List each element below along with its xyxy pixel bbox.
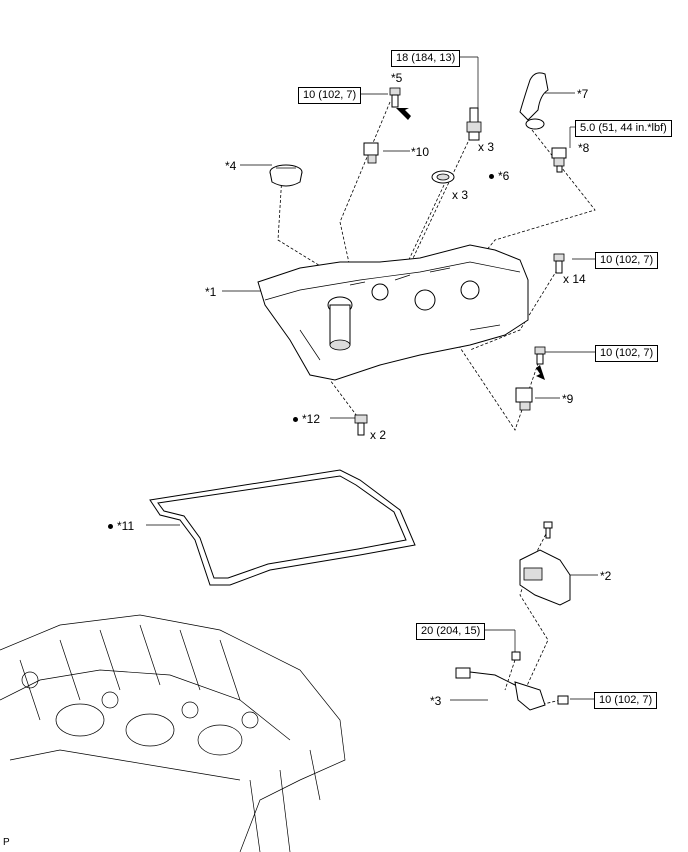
plug-tube-seal — [431, 170, 455, 184]
label-part-1: *1 — [205, 285, 217, 299]
label-part-3: *3 — [430, 694, 442, 708]
arrow-icon — [536, 365, 545, 380]
label-part-11: *11 — [108, 519, 134, 533]
sensor-8 — [551, 147, 567, 173]
label-part-12: *12 — [293, 412, 320, 426]
torque-bolts-14: 10 (102, 7) — [595, 252, 659, 269]
leader-lines — [146, 56, 598, 701]
label-part-4: *4 — [225, 159, 237, 173]
arrow-icon — [396, 108, 411, 120]
spark-plug — [466, 107, 482, 141]
cylinder-head-cover — [257, 244, 529, 381]
label-part-8: *8 — [578, 141, 590, 155]
qty-seal: x 3 — [452, 188, 469, 202]
oil-filler-cap — [269, 164, 303, 187]
qty-bolts-14: x 14 — [563, 272, 586, 286]
torque-spark-plug: 18 (184, 13) — [391, 50, 461, 67]
assembly-dashed-lines — [277, 101, 596, 706]
qty-spark-plug: x 3 — [478, 140, 495, 154]
ventilation-hose — [519, 72, 549, 130]
stud-bolt-12 — [354, 414, 368, 436]
label-part-6: *6 — [489, 169, 509, 183]
torque-bolt-3: 20 (204, 15) — [416, 623, 486, 640]
torque-bolt-5: 10 (102, 7) — [298, 87, 362, 104]
label-part-10: *10 — [411, 145, 430, 159]
torque-bolt-2: 10 (102, 7) — [594, 692, 658, 709]
sensor-10 — [363, 142, 379, 164]
cylinder-head-cover-gasket — [149, 469, 416, 586]
torque-sensor-8: 5.0 (51, 44 in.*lbf) — [575, 120, 672, 137]
corner-mark: P — [3, 837, 10, 848]
qty-stud-bolt: x 2 — [370, 428, 387, 442]
bolt-9 — [534, 346, 546, 365]
torque-bolt-9: 10 (102, 7) — [595, 345, 659, 362]
wire-harness-3 — [455, 651, 569, 711]
bolt-5 — [389, 87, 401, 108]
sensor-9 — [515, 387, 533, 411]
label-part-9: *9 — [562, 392, 574, 406]
bolt-x14 — [553, 253, 565, 274]
label-part-5: *5 — [391, 71, 403, 85]
label-part-7: *7 — [577, 87, 589, 101]
bracket-2 — [519, 521, 571, 606]
engine-block — [0, 614, 346, 852]
label-part-2: *2 — [600, 569, 612, 583]
